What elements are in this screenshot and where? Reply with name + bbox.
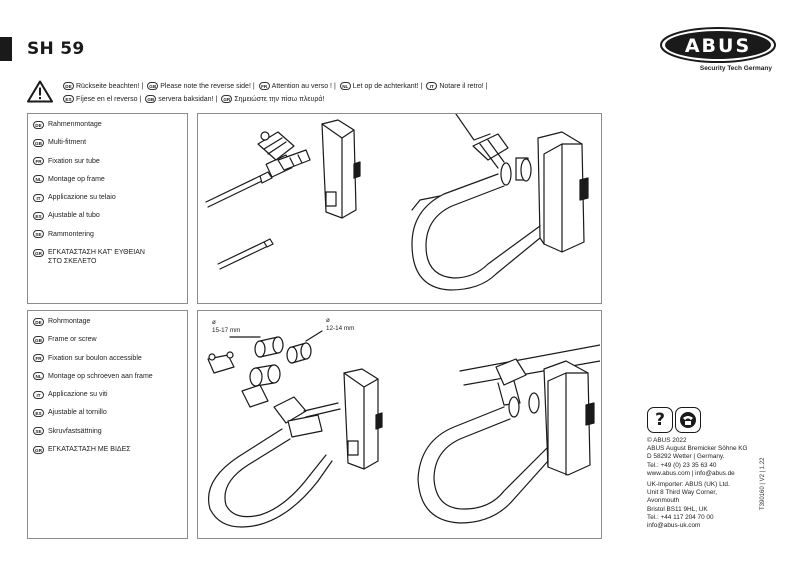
frame-mount-illustration (205, 114, 589, 291)
model-title: SH 59 (27, 39, 85, 59)
question-icon: ? (647, 407, 673, 433)
assembled-lock-view-2 (417, 344, 600, 524)
lock-body (321, 119, 361, 219)
logo-text: ABUS (685, 35, 751, 57)
frame-mount-illustration-panel (197, 113, 602, 304)
imprint-line: Bristol BS11 9HL, UK (647, 505, 708, 513)
imprint-line: Tel.: +49 (0) 23 35 63 40 (647, 461, 717, 469)
imprint-line: Unit 8 Third Way Corner, (647, 489, 717, 497)
imprint-block: © ABUS 2022 ABUS August Bremicker Söhne … (647, 437, 748, 530)
help-icons: ? (647, 407, 701, 433)
imprint-line: UK-Importer: ABUS (UK) Ltd. (647, 481, 730, 489)
phone-icon (675, 407, 701, 433)
abus-logo-mark: ABUS (660, 27, 776, 63)
lock-body-2 (343, 368, 383, 470)
diameter-label-12-14: ø 12-14 mm (326, 317, 355, 332)
assembled-lock-view (411, 114, 589, 291)
imprint-line: © ABUS 2022 (647, 437, 687, 444)
phone-glyph (680, 412, 696, 428)
document-code: T390160 | V2 | 1.22 (760, 457, 766, 511)
abus-logo: ABUS Security Tech Germany (660, 27, 778, 72)
shackle-rod-part (205, 131, 311, 208)
shackle-rod-part-2 (217, 238, 274, 270)
logo-tagline: Security Tech Germany (699, 65, 772, 72)
diameter-label-15-17: ø 15-17 mm (212, 319, 241, 334)
warning-icon (27, 80, 53, 103)
spacer-parts (207, 330, 323, 408)
imprint-line: D 58292 Wetter | Germany. (647, 453, 725, 461)
screw-mount-illustration-panel: ø 15-17 mm ø 12-14 mm (197, 310, 602, 539)
screw-mount-illustration (207, 330, 600, 528)
bracket-and-shackle (208, 396, 341, 528)
page-tab-marker (0, 37, 12, 61)
imprint-line: Avonmouth (647, 497, 680, 505)
imprint-line: ABUS August Bremicker Söhne KG (647, 445, 748, 453)
imprint-line: www.abus.com | info@abus.de (647, 469, 735, 477)
imprint-line: info@abus-uk.com (647, 522, 701, 530)
imprint-line: Tel.: +44 117 204 70 00 (647, 513, 714, 521)
